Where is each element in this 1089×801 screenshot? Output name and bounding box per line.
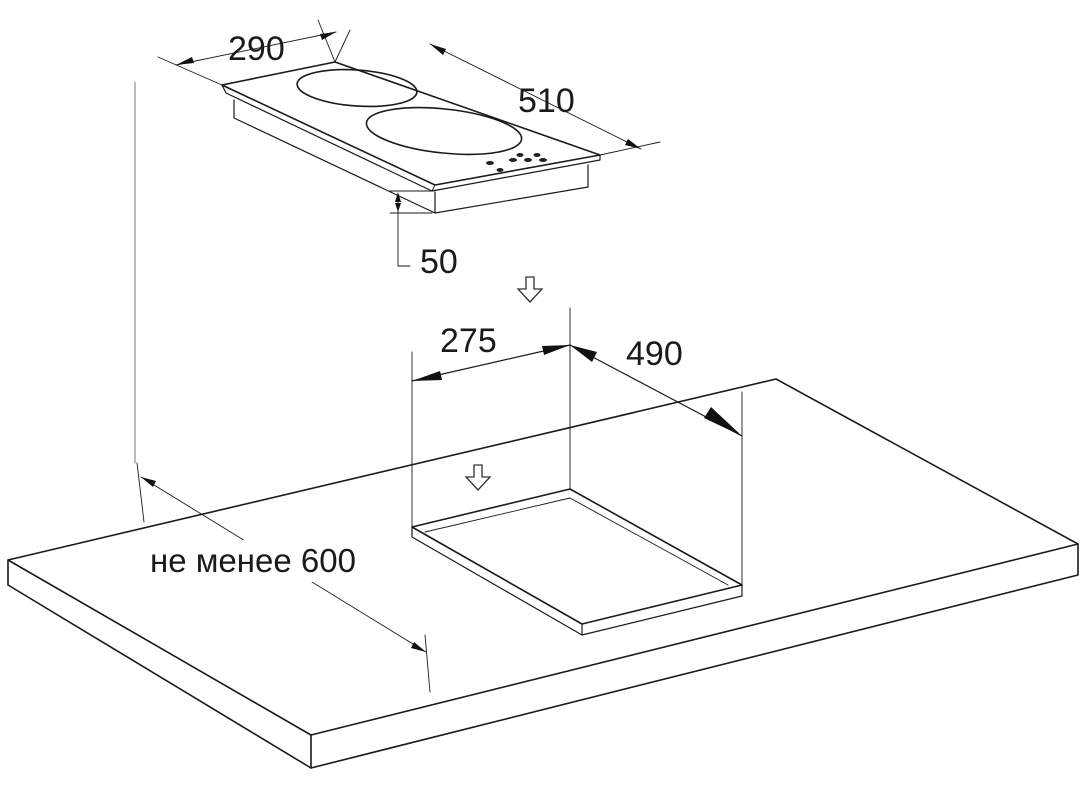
countertop <box>7 378 1079 769</box>
dim-hob-height: 50 <box>389 190 458 281</box>
dim-min-distance: не менее 600 <box>134 81 431 693</box>
countertop-cutout <box>411 488 743 636</box>
label-hob-height: 50 <box>420 243 458 281</box>
dim-hob-width: 290 <box>157 19 337 86</box>
label-hob-width: 290 <box>228 30 285 68</box>
label-hob-depth: 510 <box>518 82 575 120</box>
down-arrow-icon <box>516 276 544 303</box>
label-cutout-depth: 490 <box>626 335 683 373</box>
control-panel <box>486 153 547 172</box>
hob-glass-top <box>221 61 601 186</box>
dim-hob-depth: 510 <box>334 29 661 156</box>
label-min-distance: не менее 600 <box>150 542 356 579</box>
label-cutout-width: 275 <box>440 322 497 360</box>
burner-small <box>296 68 418 108</box>
down-arrow-icon <box>464 464 492 491</box>
dim-cutout-depth: 490 <box>569 335 743 437</box>
dim-cutout-width: 275 <box>411 322 571 382</box>
burner-large <box>365 106 523 156</box>
